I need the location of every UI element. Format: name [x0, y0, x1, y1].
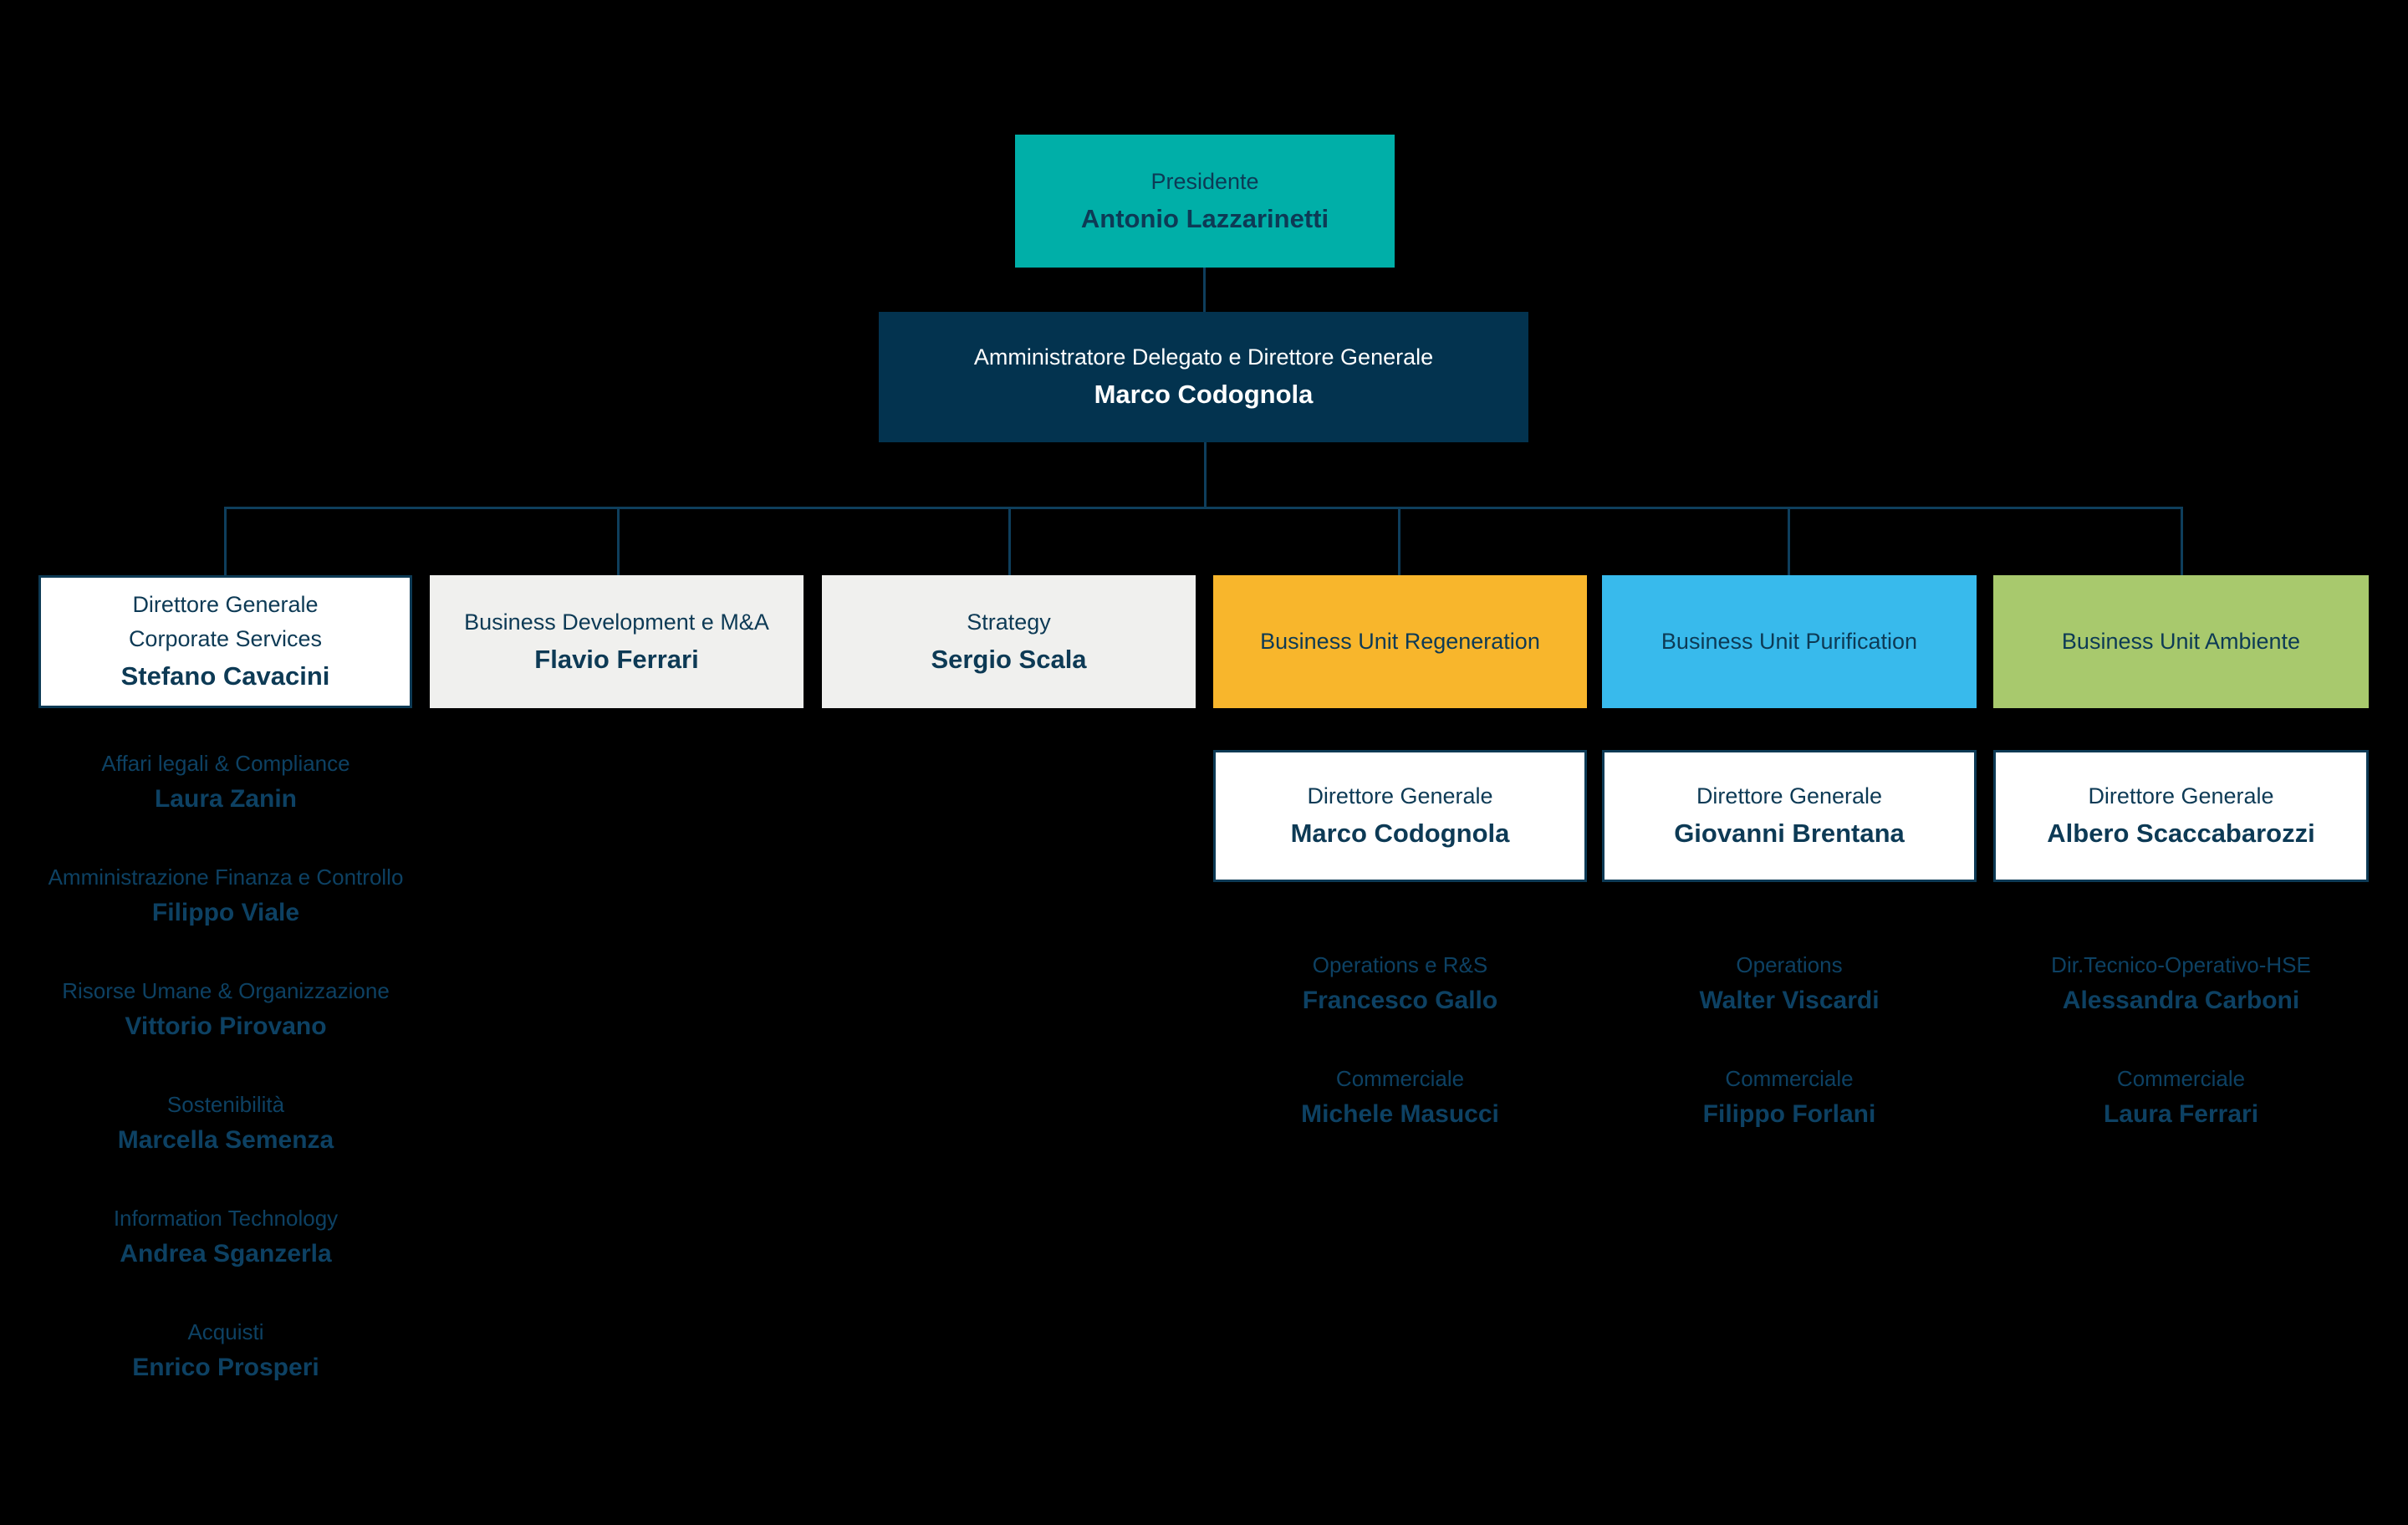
connector-ceo-stem	[1204, 442, 1207, 508]
dept-role-label: Amministrazione Finanza e Controllo	[48, 865, 404, 890]
dept-name-label: Andrea Sganzerla	[120, 1240, 332, 1267]
node-presidente: Presidente Antonio Lazzarinetti	[1015, 135, 1395, 268]
corporate-services-role-line1: Direttore Generale	[132, 592, 319, 617]
bu-regeneration-function-operations: Operations e R&S Francesco Gallo	[1213, 948, 1587, 1019]
function-name-label: Michele Masucci	[1301, 1100, 1499, 1128]
dept-item-amministrazione: Amministrazione Finanza e Controllo Fili…	[17, 860, 435, 931]
node-bu-purification: Business Unit Purification	[1602, 575, 1977, 708]
bu-purification-function-commerciale: Commerciale Filippo Forlani	[1602, 1062, 1977, 1133]
connector-drop-corporate-services	[224, 507, 227, 575]
function-role-label: Commerciale	[2116, 1066, 2246, 1091]
connector-horizontal-bus	[224, 507, 2183, 509]
presidente-role-label: Presidente	[1150, 168, 1259, 194]
function-name-label: Walter Viscardi	[1699, 987, 1880, 1014]
function-role-label: Commerciale	[1335, 1066, 1465, 1091]
bu-ambiente-function-commerciale: Commerciale Laura Ferrari	[1993, 1062, 2369, 1133]
dept-item-information-technology: Information Technology Andrea Sganzerla	[17, 1201, 435, 1273]
dept-name-label: Vittorio Pirovano	[125, 1012, 327, 1040]
corporate-services-name-label: Stefano Cavacini	[120, 661, 330, 691]
connector-drop-strategy	[1008, 507, 1011, 575]
bu-ambiente-title-label: Business Unit Ambiente	[2061, 629, 2301, 654]
node-bu-regeneration: Business Unit Regeneration	[1213, 575, 1587, 708]
corporate-services-role-line2: Corporate Services	[128, 626, 323, 651]
dept-name-label: Marcella Semenza	[117, 1126, 334, 1154]
dg-purification-name-label: Giovanni Brentana	[1674, 819, 1905, 848]
dg-purification-role-label: Direttore Generale	[1696, 783, 1883, 808]
function-role-label: Dir.Tecnico-Operativo-HSE	[2051, 952, 2311, 977]
function-role-label: Commerciale	[1725, 1066, 1854, 1091]
dg-regeneration-name-label: Marco Codognola	[1290, 819, 1510, 848]
strategy-role-label: Strategy	[967, 609, 1051, 635]
node-dg-purification: Direttore Generale Giovanni Brentana	[1602, 750, 1977, 882]
dept-role-label: Sostenibilità	[166, 1092, 285, 1117]
connector-drop-business-development	[617, 507, 620, 575]
bu-purification-title-label: Business Unit Purification	[1661, 629, 1918, 654]
dept-role-label: Affari legali & Compliance	[101, 751, 350, 776]
node-bu-ambiente: Business Unit Ambiente	[1993, 575, 2369, 708]
bu-ambiente-function-tecnico: Dir.Tecnico-Operativo-HSE Alessandra Car…	[1993, 948, 2369, 1019]
function-name-label: Alessandra Carboni	[2062, 987, 2300, 1014]
function-name-label: Francesco Gallo	[1302, 987, 1498, 1014]
ceo-role-label: Amministratore Delegato e Direttore Gene…	[973, 344, 1434, 370]
node-corporate-services: Direttore Generale Corporate Services St…	[38, 575, 412, 708]
business-development-name-label: Flavio Ferrari	[534, 644, 699, 674]
bu-regeneration-function-commerciale: Commerciale Michele Masucci	[1213, 1062, 1587, 1133]
ceo-name-label: Marco Codognola	[1094, 380, 1314, 409]
connector-drop-bu-regeneration	[1398, 507, 1400, 575]
connector-drop-bu-purification	[1788, 507, 1790, 575]
node-ceo: Amministratore Delegato e Direttore Gene…	[879, 312, 1528, 442]
dept-role-label: Information Technology	[113, 1206, 339, 1231]
function-name-label: Laura Ferrari	[2103, 1100, 2259, 1128]
function-role-label: Operations	[1736, 952, 1843, 977]
dept-name-label: Filippo Viale	[151, 899, 300, 926]
node-dg-regeneration: Direttore Generale Marco Codognola	[1213, 750, 1587, 882]
dg-ambiente-name-label: Albero Scaccabarozzi	[2047, 819, 2315, 848]
dept-name-label: Enrico Prosperi	[132, 1354, 319, 1381]
dept-role-label: Risorse Umane & Organizzazione	[62, 978, 390, 1003]
function-role-label: Operations e R&S	[1312, 952, 1488, 977]
connector-drop-bu-ambiente	[2181, 507, 2183, 575]
presidente-name-label: Antonio Lazzarinetti	[1080, 203, 1329, 233]
node-business-development: Business Development e M&A Flavio Ferrar…	[430, 575, 804, 708]
dept-item-risorse-umane: Risorse Umane & Organizzazione Vittorio …	[17, 974, 435, 1045]
connector-presidente-ceo	[1203, 268, 1206, 313]
dg-regeneration-role-label: Direttore Generale	[1307, 783, 1493, 808]
dept-role-label: Acquisti	[187, 1319, 264, 1344]
node-dg-ambiente: Direttore Generale Albero Scaccabarozzi	[1993, 750, 2369, 882]
strategy-name-label: Sergio Scala	[931, 644, 1087, 674]
dept-item-sostenibilita: Sostenibilità Marcella Semenza	[17, 1088, 435, 1159]
dept-item-acquisti: Acquisti Enrico Prosperi	[17, 1315, 435, 1386]
dept-name-label: Laura Zanin	[154, 785, 298, 813]
bu-purification-function-operations: Operations Walter Viscardi	[1602, 948, 1977, 1019]
business-development-role-label: Business Development e M&A	[464, 609, 769, 635]
node-strategy: Strategy Sergio Scala	[822, 575, 1196, 708]
dept-item-affari-legali: Affari legali & Compliance Laura Zanin	[17, 747, 435, 818]
function-name-label: Filippo Forlani	[1702, 1100, 1876, 1128]
dg-ambiente-role-label: Direttore Generale	[2088, 783, 2274, 808]
bu-regeneration-title-label: Business Unit Regeneration	[1260, 629, 1540, 654]
